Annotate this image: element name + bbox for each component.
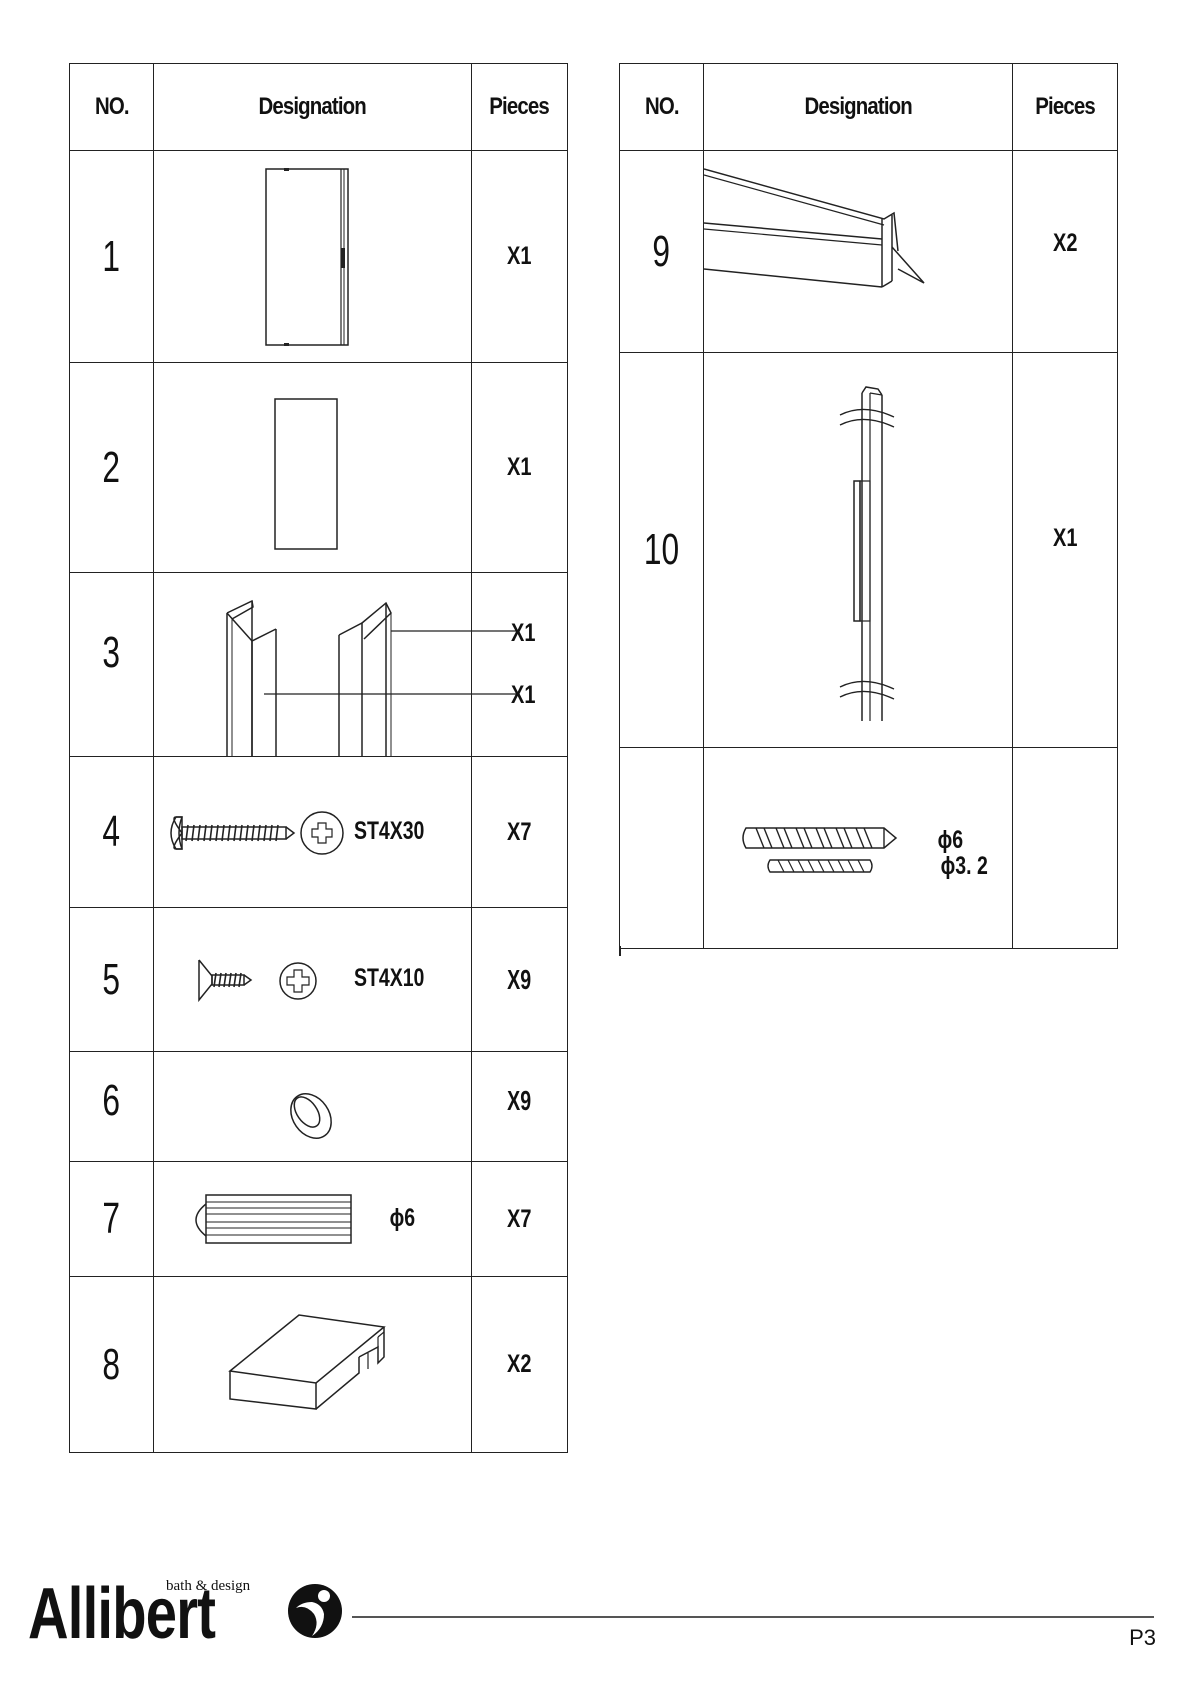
part-number: 5 <box>103 955 121 1005</box>
header-no: NO. <box>620 64 704 151</box>
pieces-count: X2 <box>507 1350 531 1379</box>
screw-cap-icon <box>154 1052 472 1161</box>
table-row: 4 ST4X30 <box>70 757 568 908</box>
table-row: 3 X1 X <box>70 573 568 757</box>
table-row: 2 X1 <box>70 363 568 573</box>
table-row: 7 ϕ6 X7 <box>70 1162 568 1277</box>
table-row: 10 X1 <box>620 353 1118 748</box>
magnetic-strip-icon <box>704 353 1013 747</box>
glass-panel-icon <box>154 151 472 362</box>
pieces-count: X9 <box>508 1085 532 1117</box>
header-designation: Designation <box>704 64 1013 151</box>
page-number: P3 <box>1129 1625 1156 1651</box>
drill-diameter-label: ϕ6 <box>938 826 963 855</box>
header-designation: Designation <box>154 64 472 151</box>
pieces-count: X1 <box>1053 524 1077 553</box>
pieces-count: X1 <box>507 453 531 482</box>
pieces-count: X1 <box>511 619 535 648</box>
pieces-count: X9 <box>508 964 532 996</box>
part-number: 1 <box>103 232 121 282</box>
header-no: NO. <box>70 64 154 151</box>
header-pieces: Pieces <box>1013 64 1118 151</box>
table-row: ϕ6 ϕ3. 2 <box>620 748 1118 949</box>
table-edge-tick <box>619 946 621 956</box>
stopper-block-icon <box>154 1277 472 1452</box>
pieces-count: X1 <box>511 681 535 710</box>
brand-logo-icon <box>286 1580 344 1642</box>
pieces-count: X1 <box>507 242 531 271</box>
seal-profile-icon <box>704 151 1013 352</box>
fixed-panel-icon <box>154 363 472 572</box>
pieces-count: X7 <box>507 818 531 847</box>
footer-divider <box>352 1616 1154 1618</box>
drill-bit-icon <box>704 748 1013 949</box>
pieces-count: X7 <box>507 1205 531 1234</box>
part-number: 6 <box>103 1076 121 1126</box>
table-header-row: NO. Designation Pieces <box>620 64 1118 151</box>
table-header-row: NO. Designation Pieces <box>70 64 568 151</box>
parts-table-right: NO. Designation Pieces 9 X2 10 <box>619 63 1118 949</box>
table-row: 6 X9 <box>70 1052 568 1162</box>
part-number: 7 <box>103 1194 121 1244</box>
part-number: 4 <box>103 807 121 857</box>
wall-plug-icon <box>154 1162 472 1277</box>
drill-diameter-label: ϕ3. 2 <box>941 852 988 881</box>
table-row: 9 X2 <box>620 151 1118 353</box>
part-number: 3 <box>103 628 121 678</box>
pieces-count: X2 <box>1053 229 1077 258</box>
table-row: 1 X1 <box>70 151 568 363</box>
part-number: 10 <box>644 525 679 575</box>
part-number: 8 <box>103 1340 121 1390</box>
header-pieces: Pieces <box>472 64 568 151</box>
brand-tagline: bath & design <box>166 1578 250 1595</box>
part-number: 9 <box>653 227 671 277</box>
part-number: 2 <box>103 443 121 493</box>
screw-size-label: ST4X30 <box>354 817 424 846</box>
parts-table-left: NO. Designation Pieces 1 X1 2 X1 3 <box>69 63 568 1453</box>
plug-diameter-label: ϕ6 <box>390 1204 415 1233</box>
screw-size-label: ST4X10 <box>354 964 424 993</box>
table-row: 8 X2 <box>70 1277 568 1453</box>
table-row: 5 ST4X10 X9 <box>70 908 568 1052</box>
wall-profile-icon <box>154 573 472 756</box>
